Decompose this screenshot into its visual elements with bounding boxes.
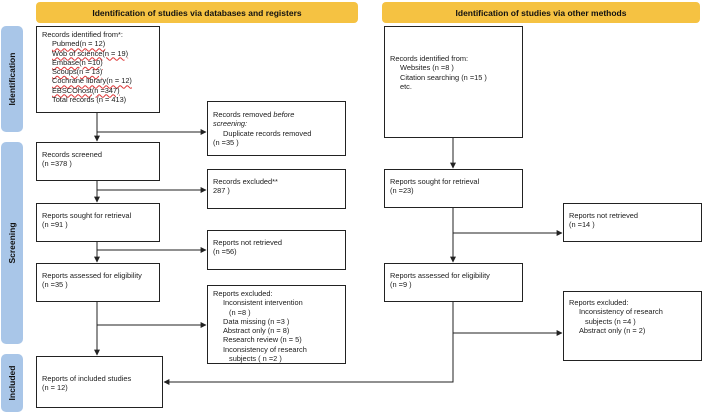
sought-count: (n =91 ) — [42, 220, 68, 230]
box-other-not-retrieved: Reports not retrieved (n =14 ) — [563, 203, 702, 242]
box-other-identified: Records identified from: Websites (n =8 … — [384, 26, 523, 138]
excluded-title: Records excluded** — [213, 177, 278, 186]
reports-excluded-item: Abstract only (n = 8) — [223, 326, 290, 335]
box-records-identified: Records identified from*: Pubmed(n = 12)… — [36, 26, 160, 113]
other-identified-item: Citation searching (n =15 ) — [400, 72, 487, 82]
box-records-excluded: Records excluded** 287 ) — [207, 169, 346, 209]
removed-item: Duplicate records removed — [223, 128, 312, 138]
not-retrieved-count: (n =56) — [213, 247, 237, 257]
assessed-title: Reports assessed for eligibility — [42, 271, 142, 280]
removed-count: (n =35 ) — [213, 137, 239, 147]
box-other-excluded: Reports excluded: Inconsistency of resea… — [563, 291, 702, 361]
header-other-methods: Identification of studies via other meth… — [382, 2, 700, 23]
removed-title-b: before — [273, 110, 295, 119]
other-sought-title: Reports sought for retrieval — [390, 177, 480, 186]
phase-screening: Screening — [1, 142, 23, 344]
source-item: Wob of science(n = 19) — [52, 48, 129, 58]
other-not-retrieved-title: Reports not retrieved — [569, 211, 639, 220]
other-identified-item: etc. — [400, 81, 412, 91]
other-sought-count: (n =23) — [390, 186, 414, 196]
removed-title: Records removed before — [213, 110, 340, 119]
sought-title: Reports sought for retrieval — [42, 211, 132, 220]
box-records-removed: Records removed before screening: Duplic… — [207, 101, 346, 156]
identified-title: Records identified from*: — [42, 30, 123, 39]
phase-identification: Identification — [1, 26, 23, 132]
reports-excluded-item: subjects ( n =2 ) — [229, 353, 282, 363]
total-records: Total records (n = 413) — [52, 94, 127, 104]
excluded-count: 287 ) — [213, 186, 230, 196]
box-other-assessed: Reports assessed for eligibility (n =9 ) — [384, 263, 523, 302]
not-retrieved-title: Reports not retrieved — [213, 238, 283, 247]
other-identified-item: Websites (n =8 ) — [400, 63, 454, 73]
removed-title-a: Records removed — [213, 110, 274, 119]
box-reports-not-retrieved: Reports not retrieved (n =56) — [207, 230, 346, 270]
assessed-count: (n =35 ) — [42, 280, 68, 290]
other-not-retrieved-count: (n =14 ) — [569, 220, 595, 230]
header-databases: Identification of studies via databases … — [36, 2, 358, 23]
source-item: EBSCOhost(n =347) — [52, 85, 120, 95]
other-assessed-title: Reports assessed for eligibility — [390, 271, 490, 280]
included-count: (n = 12) — [42, 383, 68, 393]
screened-count: (n =378 ) — [42, 159, 72, 169]
other-assessed-count: (n =9 ) — [390, 280, 412, 290]
reports-excluded-item: Data missing (n =3 ) — [223, 316, 290, 326]
source-item: Scoups(n = 13) — [52, 67, 103, 76]
other-excluded-item: subjects (n =4 ) — [585, 316, 636, 326]
source-item: Embase(n =10) — [52, 57, 103, 67]
reports-excluded-item: (n =8 ) — [229, 307, 251, 317]
phase-included: Included — [1, 354, 23, 412]
reports-excluded-item: Inconsistent intervention — [223, 298, 303, 308]
other-excluded-title: Reports excluded: — [569, 298, 629, 307]
box-reports-assessed: Reports assessed for eligibility (n =35 … — [36, 263, 160, 302]
screened-title: Records screened — [42, 150, 102, 159]
reports-excluded-title: Reports excluded: — [213, 289, 273, 298]
box-included-studies: Reports of included studies (n = 12) — [36, 356, 163, 408]
box-reports-sought: Reports sought for retrieval (n =91 ) — [36, 203, 160, 242]
reports-excluded-item: Research review (n = 5) — [223, 335, 302, 345]
included-title: Reports of included studies — [42, 374, 132, 383]
box-records-screened: Records screened (n =378 ) — [36, 142, 160, 181]
arrow-other-to-included — [163, 302, 454, 385]
source-item: Cochrane library(n = 12) — [52, 76, 132, 86]
other-excluded-item: Abstract only (n = 2) — [579, 325, 646, 335]
source-item: Pubmed(n = 12) — [52, 39, 106, 49]
removed-title-c: screening: — [213, 119, 248, 129]
reports-excluded-item: Inconsistency of research — [223, 344, 307, 354]
other-excluded-item: Inconsistency of research — [579, 307, 663, 317]
box-other-sought: Reports sought for retrieval (n =23) — [384, 169, 523, 208]
other-identified-title: Records identified from: — [390, 54, 469, 63]
box-reports-excluded: Reports excluded: Inconsistent intervent… — [207, 285, 346, 364]
